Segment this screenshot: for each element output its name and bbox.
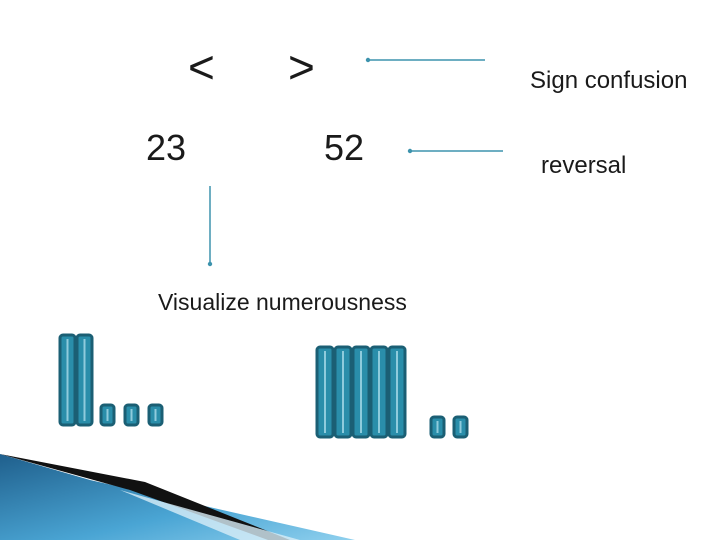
arrow-reversal-head (407, 148, 413, 154)
label-visualize: Visualize numerousness (158, 289, 407, 315)
less-than-symbol: < (188, 41, 215, 93)
number-second: 52 (324, 127, 365, 168)
greater-than-symbol: > (288, 41, 315, 93)
label-sign-confusion: Sign confusion (530, 67, 688, 94)
blocks-52 (315, 345, 469, 439)
number-first: 23 (146, 127, 187, 168)
arrow-visualize-head (207, 261, 213, 267)
label-reversal: reversal (541, 152, 627, 179)
corner-blue-wedge (0, 454, 355, 540)
arrow-sign-confusion-head (365, 57, 371, 63)
blocks-23 (58, 333, 164, 427)
corner-light-stripe (120, 490, 300, 540)
